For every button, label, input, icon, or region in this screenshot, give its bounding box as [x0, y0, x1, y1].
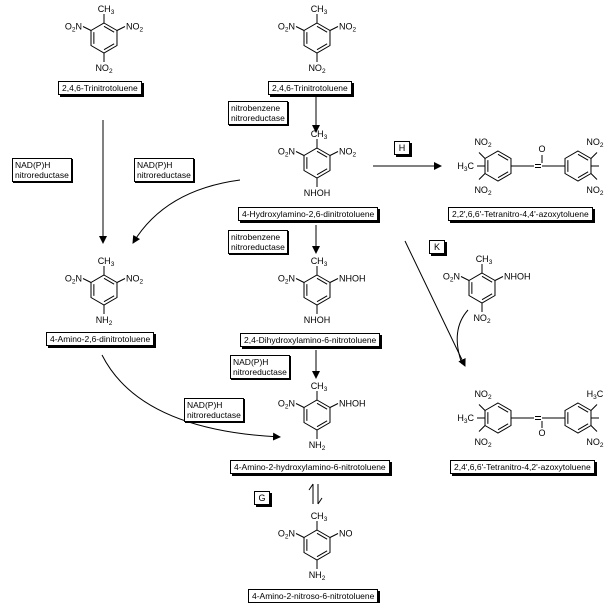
enzyme-label-center1: nitrobenzene nitroreductase: [228, 101, 288, 125]
step-tag-h: H: [394, 141, 410, 155]
structure-dhant24-top-group: CH3: [311, 256, 328, 268]
structure-azoxy42-left-bottom: NO2: [474, 437, 492, 449]
structure-anit-bottom-group: NH2: [309, 570, 326, 582]
structure-azoxy44-right-bottom: NO2: [586, 185, 604, 197]
structure-azoxy44-right-top: NO2: [586, 137, 604, 149]
structure-tnt-left-left-group: O2N: [65, 22, 82, 34]
structure-adnt4-top-group: CH3: [98, 256, 115, 268]
structure-tnt-center-right-group: NO2: [339, 22, 357, 34]
structure-adnt4-left-group: O2N: [65, 274, 82, 286]
structure-hadnt4-top-group: CH3: [311, 129, 328, 141]
structure-second-monomer-bottom-group: NO2: [473, 313, 491, 325]
structure-adnt4-bottom-group: NH2: [96, 315, 113, 327]
enzyme-label-center3: NAD(P)H nitroreductase: [230, 355, 290, 379]
structure-ahant-top-group: CH3: [311, 381, 328, 393]
structure-azoxy42-right-top: H3C: [587, 389, 604, 401]
enzyme-label-center4: NAD(P)H nitroreductase: [184, 398, 244, 422]
structure-tnt-left-right-group: NO2: [126, 22, 144, 34]
compound-label-tnt-center: 2,4,6-Trinitrotoluene: [268, 81, 352, 95]
structure-second-monomer-left-group: O2N: [443, 272, 460, 284]
structure-ahant-right-group: NHOH: [339, 399, 366, 409]
step-tag-k: K: [429, 240, 445, 254]
structure-azoxy44-left-side: H3C: [457, 161, 474, 173]
structure-second-monomer-top-group: CH3: [476, 254, 493, 266]
structure-second-monomer-right-group: NHOH: [504, 272, 530, 282]
structure-azoxy44-oxide-o: O: [538, 144, 545, 154]
structure-ahant-left-group: O2N: [278, 399, 295, 411]
arrow-hadnt-to-azoxy42: [404, 240, 466, 367]
arrow-second-monomer-to-azoxy42: [456, 309, 469, 365]
structure-azoxy42-left-side: H3C: [457, 413, 474, 425]
structure-tnt-center-left-group: O2N: [278, 22, 295, 34]
step-tag-g: G: [254, 491, 270, 505]
structure-azoxy44-left-top: NO2: [474, 137, 492, 149]
structure-tnt-left-bottom-group: NO2: [95, 63, 113, 75]
compound-label-anit: 4-Amino-2-nitroso-6-nitrotoluene: [248, 589, 379, 603]
structure-tnt-center-bottom-group: NO2: [308, 63, 326, 75]
compound-label-hadnt4: 4-Hydroxylamino-2,6-dinitrotoluene: [238, 207, 379, 221]
structure-dhant24-right-group: NHOH: [339, 274, 366, 284]
arrow-adnt-to-ahant: [101, 354, 281, 441]
structure-azoxy42-azo-bridge: O: [510, 416, 566, 438]
structure-dhant24-bottom-group: NHOH: [304, 315, 331, 325]
structure-anit-left-group: O2N: [278, 529, 295, 541]
compound-label-azoxy42: 2,4',6,6'-Tetranitro-4,2'-azoxytoluene: [450, 460, 595, 474]
structure-tnt-center-top-group: CH3: [311, 4, 328, 16]
structure-azoxy42-oxide-o: O: [538, 428, 545, 438]
compound-label-dhant24: 2,4-Dihydroxylamino-6-nitrotoluene: [240, 333, 381, 347]
structure-azoxy42-left-top: NO2: [474, 389, 492, 401]
structure-hadnt4-bottom-group: NHOH: [304, 188, 331, 198]
enzyme-label-center2: nitrobenzene nitroreductase: [228, 230, 288, 254]
structure-anit-right-group: NO: [339, 529, 353, 539]
enzyme-label-left2: NAD(P)H nitroreductase: [134, 158, 194, 182]
structure-dhant24-left-group: O2N: [278, 274, 295, 286]
structure-azoxy44-azo-bridge: O: [510, 144, 566, 168]
structure-tnt-left-top-group: CH3: [98, 4, 115, 16]
compound-label-azoxy44: 2,2',6,6'-Tetranitro-4,4'-azoxytoluene: [448, 207, 593, 221]
compound-label-ahant: 4-Amino-2-hydroxylamino-6-nitrotoluene: [230, 460, 390, 474]
structure-anit-top-group: CH3: [311, 511, 328, 523]
structure-azoxy42-right-bottom: NO2: [586, 437, 604, 449]
structure-ahant-bottom-group: NH2: [309, 440, 326, 452]
structure-adnt4-right-group: NO2: [126, 274, 144, 286]
structure-azoxy42-ring-right: H3C NO2: [564, 389, 604, 449]
equilibrium-arrows: [308, 483, 323, 505]
compound-label-adnt4: 4-Amino-2,6-dinitrotoluene: [46, 332, 155, 346]
arrow-hadnt-to-adnt: [132, 179, 241, 244]
structure-hadnt4-right-group: NO2: [339, 147, 357, 159]
compound-label-tnt-left: 2,4,6-Trinitrotoluene: [58, 81, 142, 95]
structure-azoxy44-left-bottom: NO2: [474, 185, 492, 197]
enzyme-label-left1: NAD(P)H nitroreductase: [12, 158, 72, 182]
structure-hadnt4-left-group: O2N: [278, 147, 295, 159]
